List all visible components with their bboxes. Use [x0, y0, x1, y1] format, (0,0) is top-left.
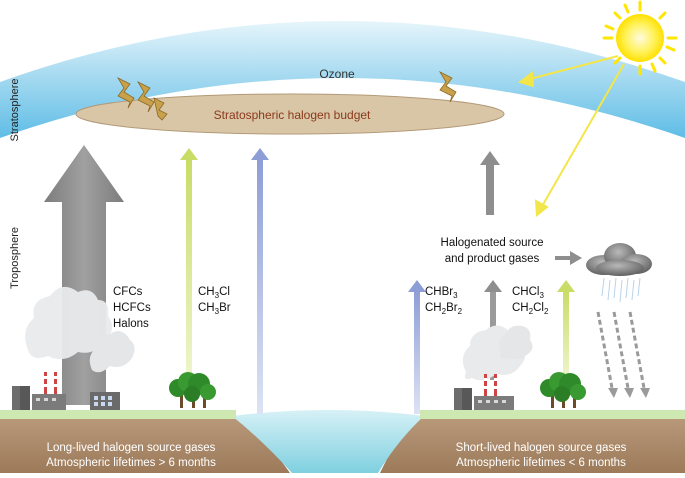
halogen-budget-label: Stratospheric halogen budget — [214, 108, 371, 122]
chbr3-label: CHBr3 — [425, 286, 458, 300]
short-lived-bromo-arrow — [408, 280, 426, 414]
ozone-label: Ozone — [319, 67, 355, 81]
lightning-icon — [116, 71, 457, 121]
factory-icon — [12, 286, 135, 410]
ch3br-label: CH3Br — [198, 302, 231, 316]
cfcs-label: CFCs — [113, 286, 143, 298]
hcfcs-label: HCFCs — [113, 302, 151, 314]
ch3cl-label: CH3Cl — [198, 286, 230, 300]
ocean-long-lived-arrow — [251, 148, 269, 414]
natural-long-lived-arrow — [180, 148, 198, 378]
product-gases-line2: and product gases — [445, 253, 540, 265]
short-lived-natural-arrow — [557, 280, 575, 378]
stratosphere-band — [0, 21, 685, 138]
to-cloud-arrow — [555, 251, 582, 265]
tree-icon — [540, 372, 586, 408]
ground-left — [0, 418, 290, 473]
long-lived-caption-line1: Long-lived halogen source gases — [47, 442, 216, 454]
ch2br2-label: CH2Br2 — [425, 302, 463, 316]
grass-left — [0, 410, 236, 419]
long-lived-caption-line2: Atmospheric lifetimes > 6 months — [46, 457, 216, 469]
tree-icon — [169, 372, 216, 408]
factory-icon — [454, 325, 533, 410]
ch2cl2-label: CH2Cl2 — [512, 302, 549, 316]
sunlight-arrows — [517, 55, 625, 217]
halons-label: Halons — [113, 318, 149, 330]
short-lived-caption-line2: Atmospheric lifetimes < 6 months — [456, 457, 626, 469]
ground-right — [380, 418, 685, 473]
deposition-arrowheads — [608, 388, 650, 398]
product-gases-line1: Halogenated source — [441, 237, 544, 249]
stratosphere-label: Stratosphere — [9, 79, 21, 142]
short-lived-upward-arrow — [480, 151, 500, 215]
short-lived-caption-line1: Short-lived halogen source gases — [456, 442, 627, 454]
rain-icon — [601, 277, 641, 303]
troposphere-label: Troposphere — [9, 227, 21, 289]
ocean — [232, 410, 424, 473]
chcl3-label: CHCl3 — [512, 286, 544, 300]
grass-right — [420, 410, 685, 419]
cloud-icon — [586, 243, 652, 276]
halogen-budget-ellipse — [75, 93, 505, 135]
deposition-arrows — [596, 311, 646, 389]
sun-icon — [602, 0, 678, 76]
